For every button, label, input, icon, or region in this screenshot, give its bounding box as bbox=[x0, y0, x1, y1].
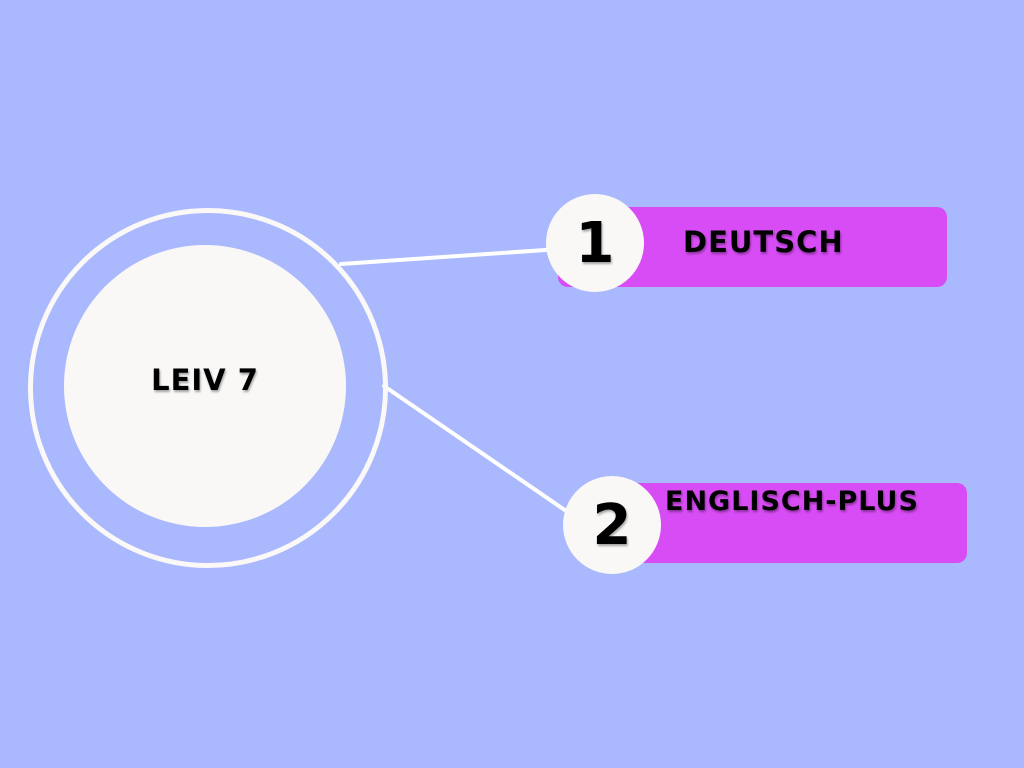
branch-number-2: 2 bbox=[592, 492, 632, 558]
branch-number-badge-2: 2 bbox=[563, 476, 661, 574]
branch-number-badge-1: 1 bbox=[546, 194, 644, 292]
center-node-label: LEIV 7 bbox=[151, 363, 259, 397]
connector-line-2 bbox=[382, 384, 574, 517]
branch-label-1: DEUTSCH bbox=[683, 225, 844, 259]
branch-number-1: 1 bbox=[575, 210, 615, 276]
branch-label-2: ENGLISCH-PLUS bbox=[665, 486, 919, 517]
connector-line-1 bbox=[339, 247, 562, 266]
center-node-ring bbox=[28, 208, 388, 568]
center-node: LEIV 7 bbox=[64, 245, 346, 527]
